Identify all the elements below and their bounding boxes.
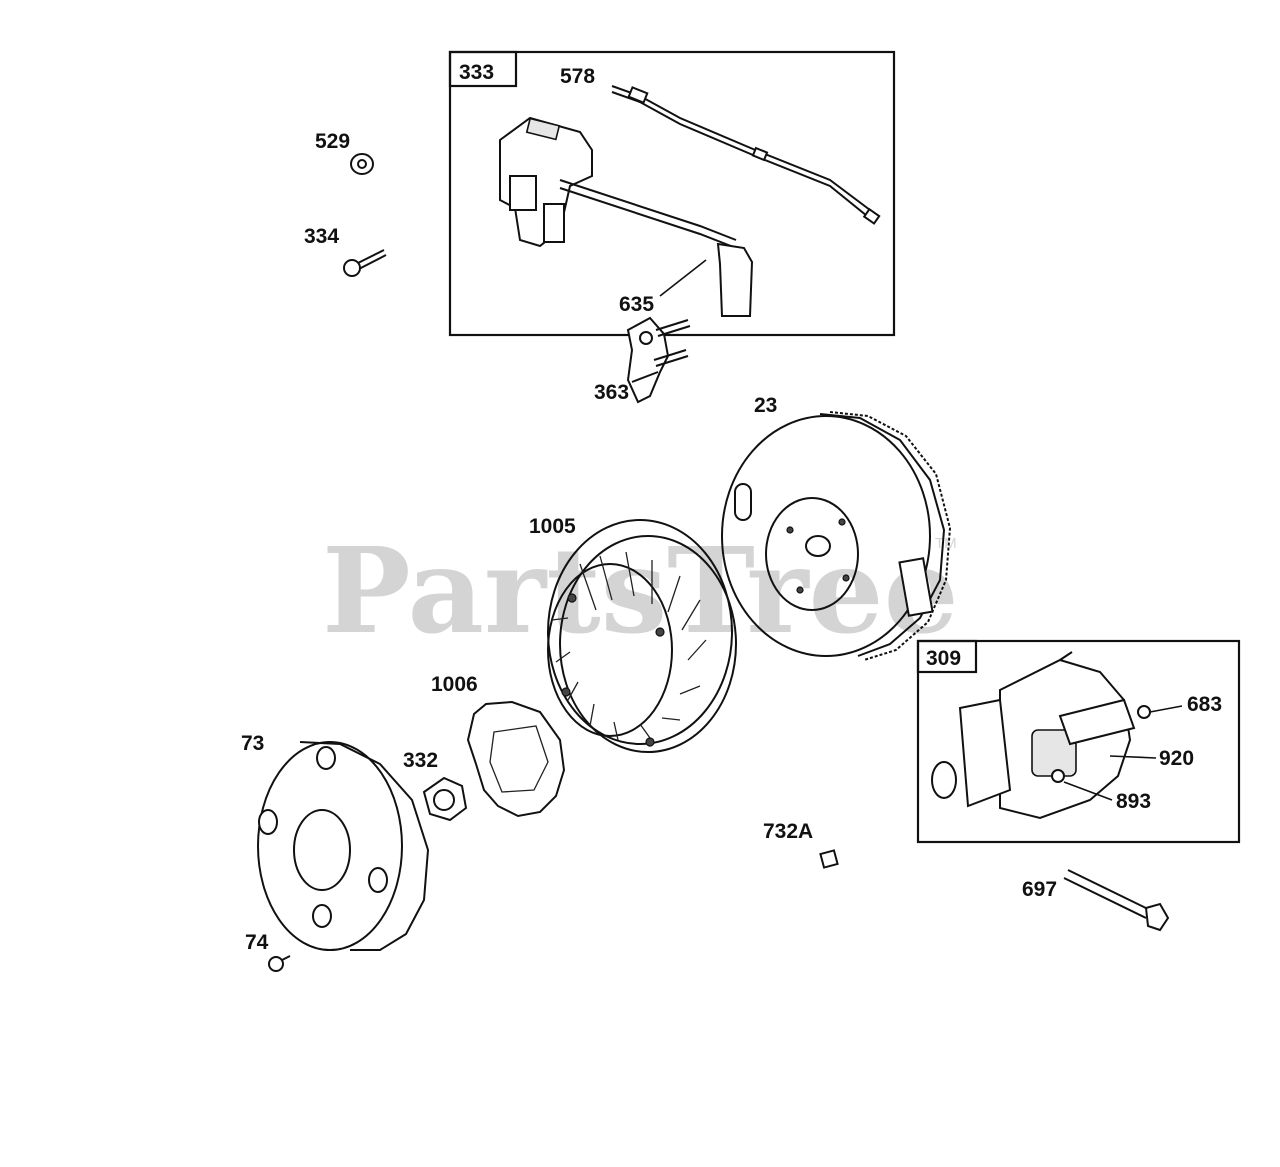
callout-893[interactable]: 893 [1116,790,1151,813]
callout-332[interactable]: 332 [403,749,438,772]
screw-74[interactable] [268,955,291,972]
callout-1006[interactable]: 1006 [431,673,478,696]
callout-683[interactable]: 683 [1187,693,1222,716]
callout-334[interactable]: 334 [304,225,339,248]
group-label-309[interactable]: 309 [926,647,961,670]
wire-harness-578[interactable] [611,85,881,225]
callouts: 578 529 334 635 363 23 1005 1006 73 332 … [241,65,1222,954]
flywheel-23[interactable] [721,411,952,661]
callout-73[interactable]: 73 [241,732,264,755]
starter-motor-309[interactable] [931,651,1183,820]
callout-578[interactable]: 578 [560,65,595,88]
ignition-armature-635[interactable] [499,116,754,317]
bracket-363[interactable] [626,316,691,404]
bolt-697[interactable] [1063,869,1170,932]
watermark-text: PartsTree [322,521,959,660]
callout-23[interactable]: 23 [754,394,777,417]
pin-732a[interactable] [819,849,839,869]
callout-1005[interactable]: 1005 [529,515,576,538]
callout-635[interactable]: 635 [619,293,654,316]
group-label-333[interactable]: 333 [459,61,494,84]
group-box-309: 309 [916,639,1241,844]
screen-1006[interactable] [466,700,566,818]
callout-732a[interactable]: 732A [763,820,813,843]
grommet-529[interactable] [350,153,374,175]
callout-529[interactable]: 529 [315,130,350,153]
cover-73[interactable] [257,741,430,951]
group-box-333: 333 [448,50,896,337]
fan-1005[interactable] [547,519,737,753]
callout-697[interactable]: 697 [1022,878,1057,901]
callout-74[interactable]: 74 [245,931,269,954]
callout-363[interactable]: 363 [594,381,629,404]
watermark-trademark: TM [935,535,957,552]
screw-334[interactable] [343,249,387,277]
callout-920[interactable]: 920 [1159,747,1194,770]
watermark: PartsTree TM [322,521,959,660]
nut-332[interactable] [422,776,468,822]
